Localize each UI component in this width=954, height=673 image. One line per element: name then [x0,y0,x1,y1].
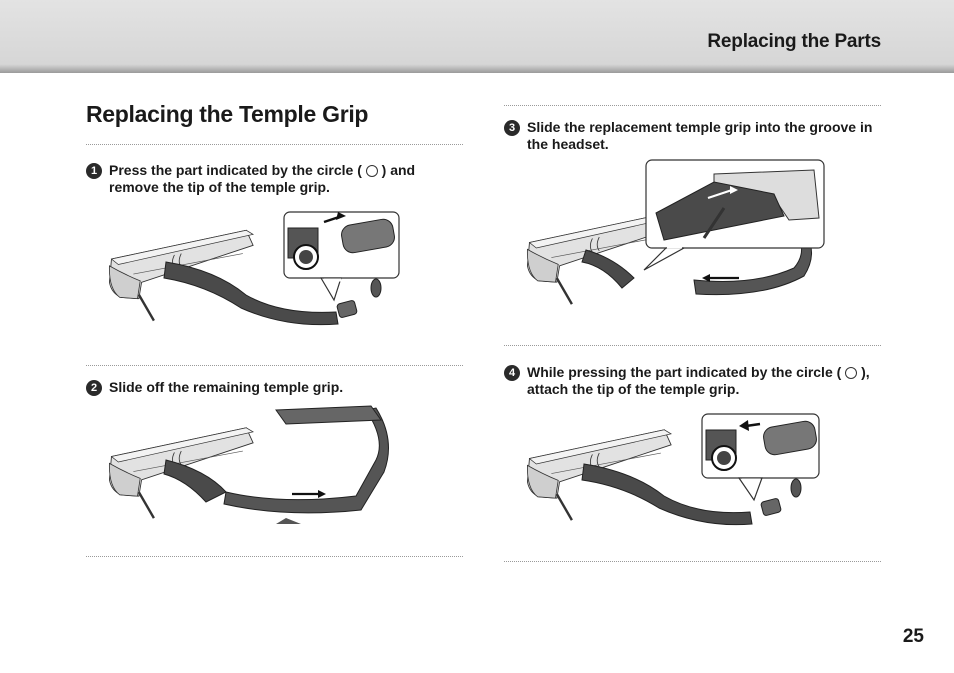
page-title: Replacing the Temple Grip [86,101,369,127]
step-number: 2 [86,380,102,396]
illustration-step-2 [107,405,389,524]
divider-top-left [86,144,463,145]
step-1: 1 Press the part indicated by the circle… [86,162,446,196]
illustration-step-3 [525,159,825,306]
divider-top-right [504,105,881,106]
circle-outline-icon [365,165,378,177]
illustration-step-4 [525,413,820,526]
divider-bottom-right [504,561,881,562]
step-number: 4 [504,365,520,381]
step-number: 1 [86,163,102,179]
divider-mid-right [504,345,881,346]
step-text: Slide off the remaining temple grip. [109,379,344,395]
divider-bottom-left [86,556,463,557]
step-2: 2 Slide off the remaining temple grip. [86,379,446,396]
step-3: 3 Slide the replacement temple grip into… [504,119,879,153]
circle-outline-icon [845,367,858,379]
header-band [0,0,954,73]
step-4: 4 While pressing the part indicated by t… [504,364,882,398]
illustration-step-1 [107,211,400,326]
section-title: Replacing the Parts [707,31,881,52]
divider-mid-left [86,365,463,366]
page-number: 25 [902,626,924,647]
step-text: Press the part indicated by the circle (… [109,162,416,195]
step-text: While pressing the part indicated by the… [527,364,870,397]
step-text: Slide the replacement temple grip into t… [527,119,873,152]
step-number: 3 [504,120,520,136]
